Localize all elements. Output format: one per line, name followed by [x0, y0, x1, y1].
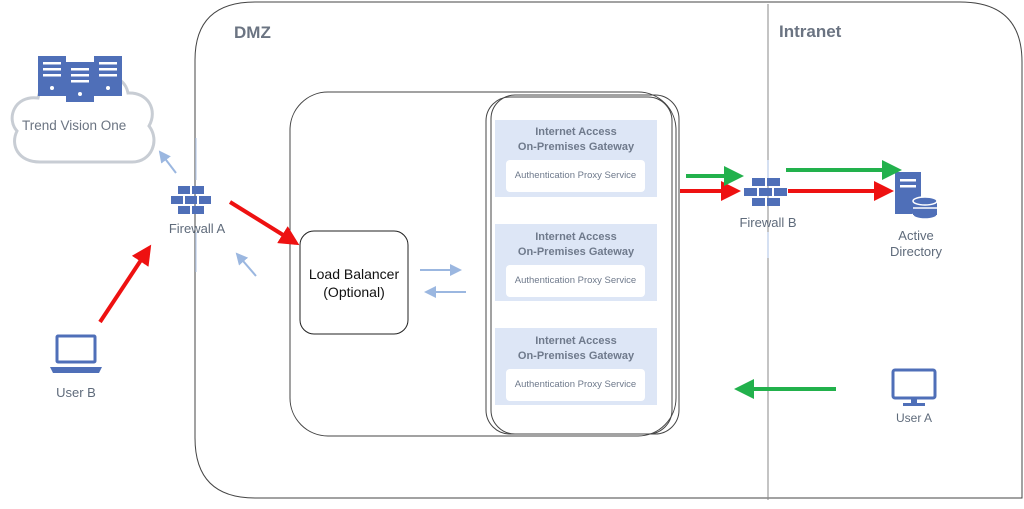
gateway-service-label: Authentication Proxy Service — [514, 275, 637, 286]
load-balancer-label-line1: Load Balancer — [308, 266, 400, 282]
cloud-label: Trend Vision One — [22, 118, 127, 133]
load-balancer-box — [299, 230, 409, 335]
dmz-inner-box — [289, 91, 677, 437]
user-b-label: User B — [56, 385, 96, 400]
gateway-title-line1: Internet Access — [535, 335, 617, 347]
red-arrow-userb-to-fwa — [98, 244, 152, 324]
service-card — [506, 369, 645, 401]
active-directory-label-line2: Directory — [889, 244, 942, 259]
firewall-b-label: Firewall B — [739, 215, 797, 230]
intranet-label: Intranet — [779, 22, 842, 41]
active-directory-icon — [895, 172, 938, 220]
monitor-icon — [891, 368, 937, 406]
firewall-b-icon — [744, 178, 787, 206]
service-card — [506, 160, 645, 192]
laptop-icon — [50, 334, 102, 373]
dmz-intranet-container — [194, 1, 1023, 499]
gateway-title-line2: On-Premises Gateway — [517, 246, 635, 258]
faint-arrow-return — [235, 252, 257, 277]
user-a-label: User A — [895, 411, 932, 425]
gateway-title-line2: On-Premises Gateway — [517, 350, 635, 362]
gateway-title-line1: Internet Access — [535, 231, 617, 243]
service-card — [506, 265, 645, 297]
firewall-a-label: Firewall A — [168, 221, 226, 236]
gateway-service-label: Authentication Proxy Service — [514, 170, 637, 181]
dmz-label: DMZ — [234, 23, 271, 42]
red-arrow-fwa-to-lb — [228, 200, 300, 246]
gateway-title-line2: On-Premises Gateway — [517, 141, 635, 153]
server-stack-icon — [38, 56, 122, 102]
faint-arrow-to-cloud — [158, 150, 177, 174]
gateway-service-label: Authentication Proxy Service — [514, 379, 637, 390]
active-directory-label-line1: Active — [898, 228, 934, 243]
load-balancer-label-line2: (Optional) — [323, 284, 385, 300]
gateway-title-line1: Internet Access — [535, 126, 617, 138]
firewall-a-icon — [171, 186, 211, 214]
